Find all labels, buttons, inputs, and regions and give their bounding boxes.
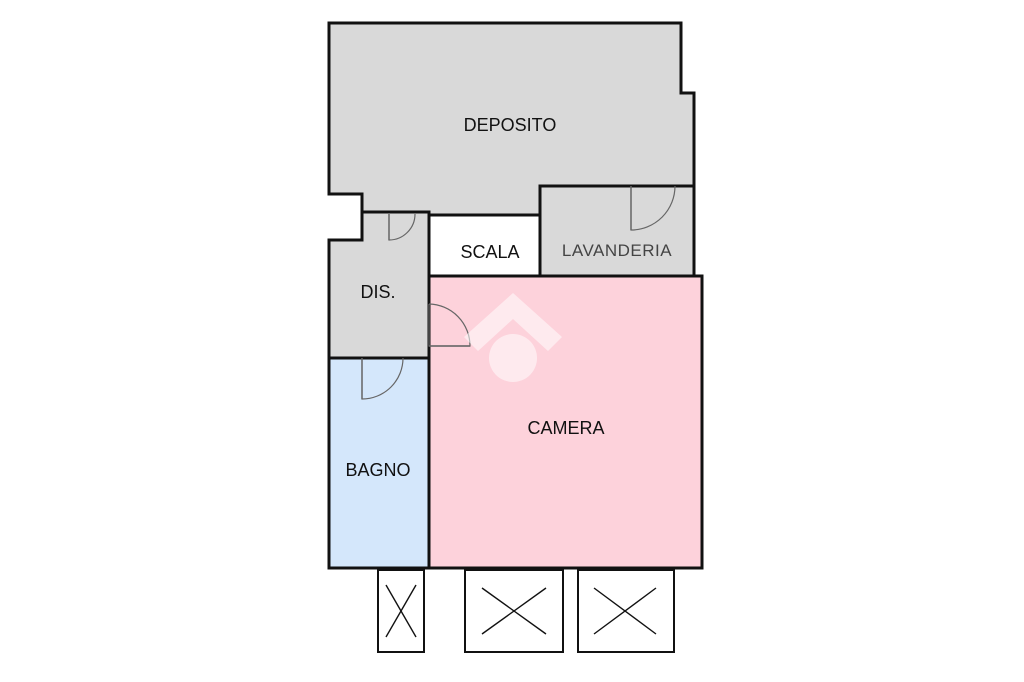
label-dis: DIS. <box>360 282 395 302</box>
balcony-window-3 <box>577 569 675 653</box>
door-deposito <box>388 213 416 241</box>
label-scala: SCALA <box>460 242 519 262</box>
balcony-window-2 <box>464 569 564 653</box>
room-scala <box>427 213 542 278</box>
label-bagno: BAGNO <box>345 460 410 480</box>
house-logo-icon <box>464 293 562 382</box>
label-deposito: DEPOSITO <box>464 115 557 135</box>
room-camera <box>427 274 704 570</box>
door-lavanderia <box>630 185 676 231</box>
label-camera: CAMERA <box>527 418 604 438</box>
label-lavanderia: LAVANDERIA <box>562 241 672 260</box>
balcony-window-1 <box>377 569 425 653</box>
door-camera <box>428 303 471 347</box>
room-lavanderia <box>538 184 696 278</box>
room-bagno <box>327 356 431 570</box>
door-bagno <box>361 357 404 400</box>
